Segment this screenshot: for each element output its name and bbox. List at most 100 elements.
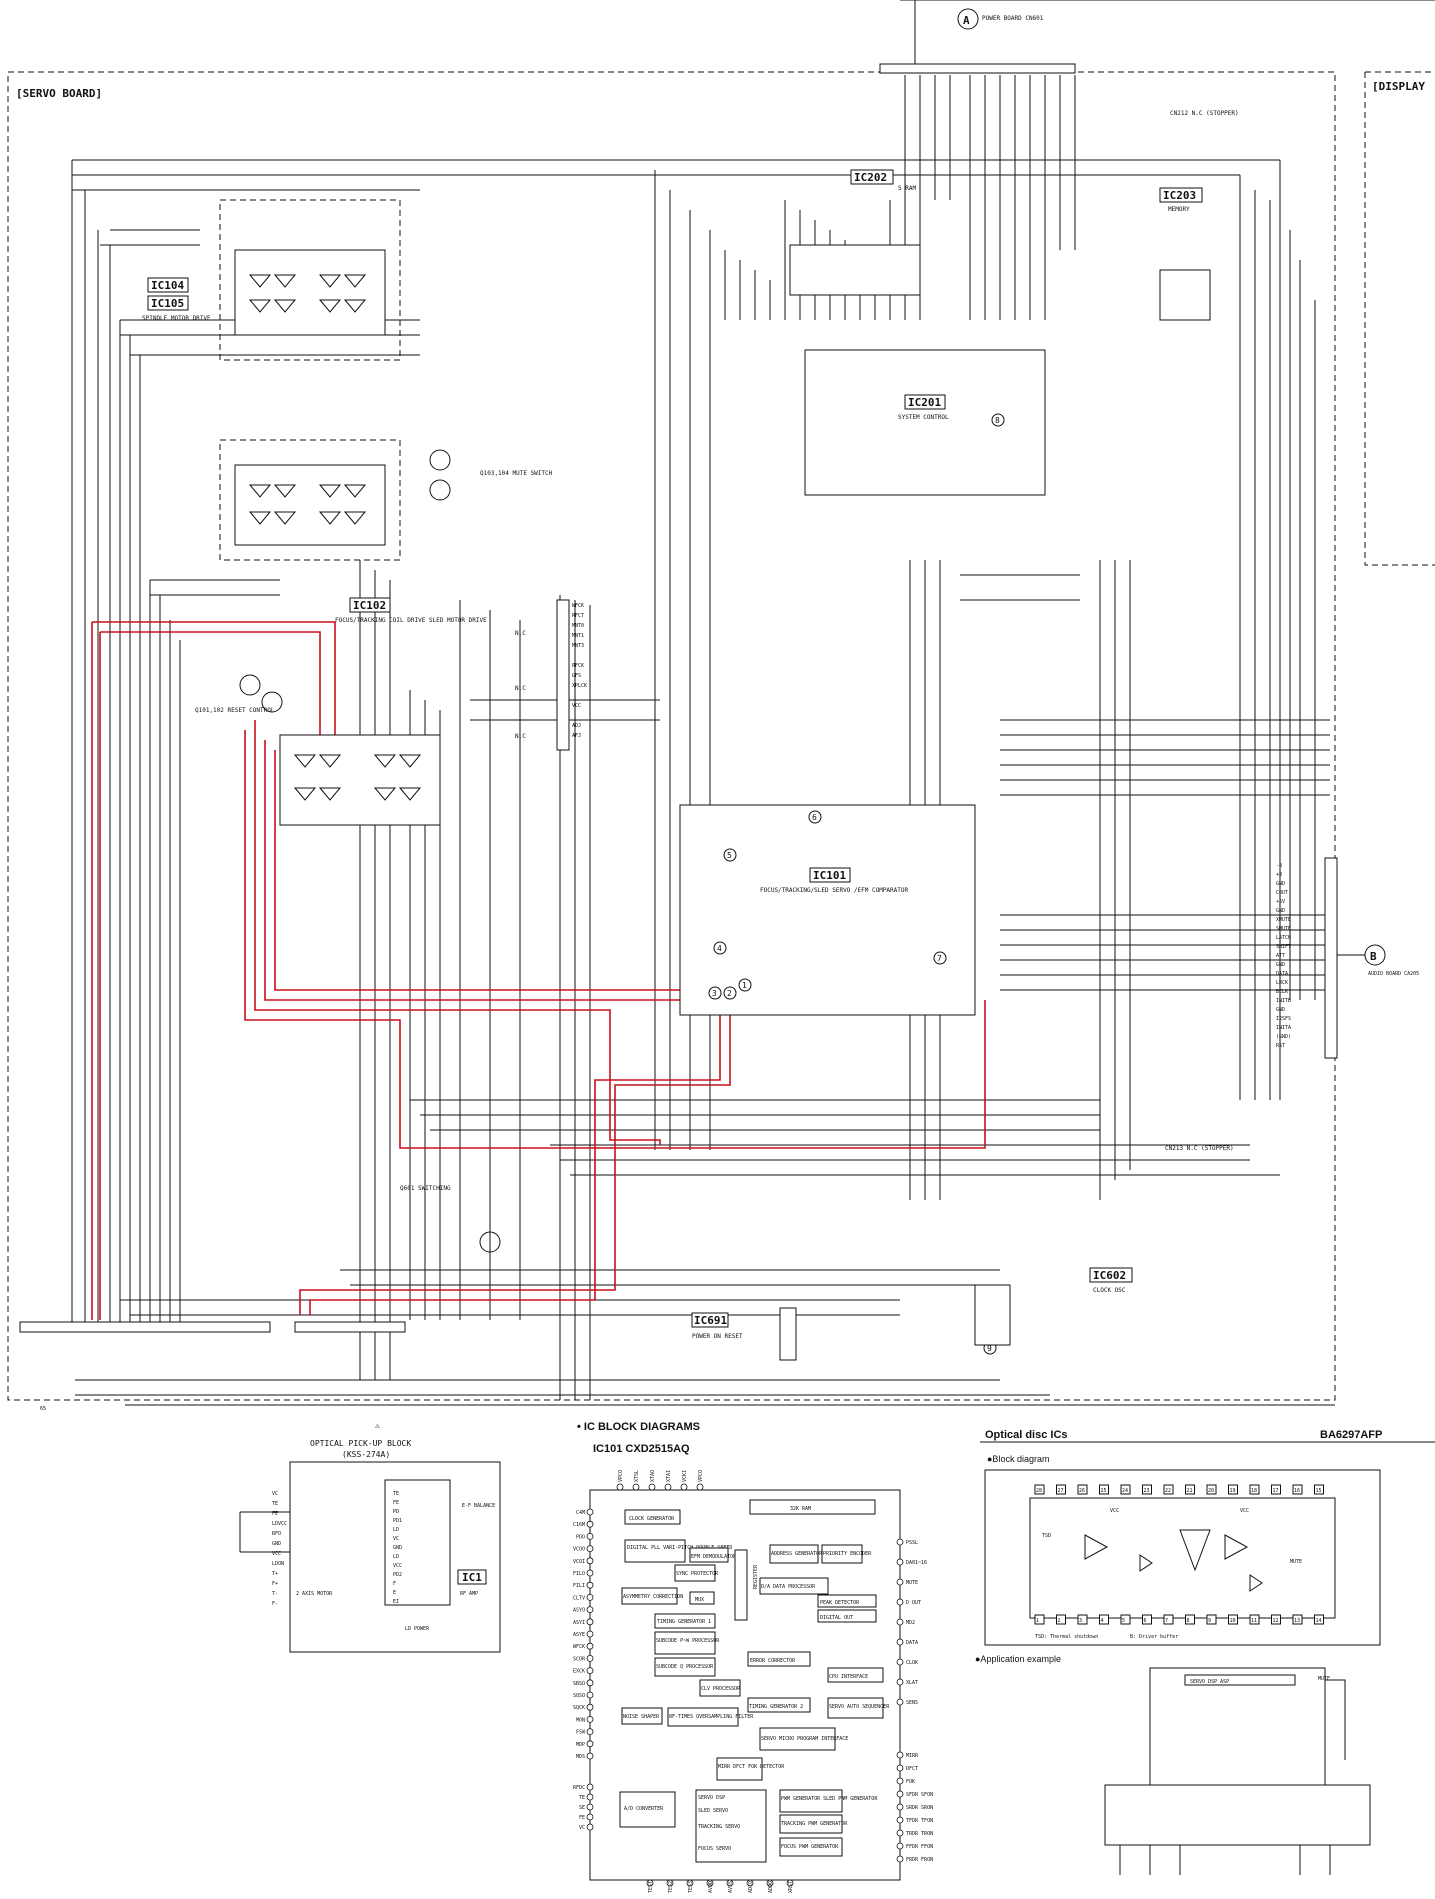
ic602-desc: CLOCK OSC: [1093, 1287, 1126, 1294]
pickup-pin: LD: [393, 1527, 399, 1533]
pin-label: 26: [1079, 1488, 1085, 1494]
pin-box: [1314, 1614, 1324, 1625]
pin-box: [1314, 1484, 1324, 1495]
pin-label: 28: [1036, 1488, 1042, 1494]
pickup-pin: F+: [272, 1581, 278, 1587]
marker-3: 3: [712, 989, 717, 998]
pin-label: XRST: [788, 1881, 794, 1893]
ba-tsd-label: TSD: [1042, 1533, 1051, 1539]
pin-box: [1163, 1614, 1174, 1625]
connector-pin: +5V: [1276, 899, 1285, 905]
pin-box: [1206, 1484, 1217, 1495]
pin-node: [586, 1545, 594, 1552]
block-timing-gen1: TIMING GENERATOR 1: [657, 1619, 711, 1625]
marker-4: 4: [717, 944, 722, 953]
connector-a-letter: A: [963, 14, 970, 27]
pin-label: ADDO: [768, 1881, 774, 1893]
pin-node: [586, 1594, 594, 1601]
ic1-tag-box: [457, 1569, 487, 1585]
pin-label: AVDD: [708, 1881, 714, 1893]
pin-label: ASYI: [573, 1620, 585, 1626]
pickup-pin: TE: [272, 1501, 278, 1507]
ic104-block: [219, 199, 401, 361]
connector-pin: GND: [1276, 1007, 1285, 1013]
connector-pin: LRCK: [1276, 980, 1288, 986]
pin-label: VCOO: [573, 1547, 585, 1553]
tp-label: ADJ: [572, 723, 581, 729]
block-efm-demod: EFM DEMODULATOR: [691, 1554, 737, 1560]
pin-label: SBSO: [573, 1681, 585, 1687]
pin-node: [896, 1538, 904, 1546]
connector-pin: DATA: [1276, 971, 1288, 977]
pin-label: VCKI: [682, 1470, 688, 1482]
tp-label: XPLCK: [572, 683, 587, 689]
pin-label: FFDR FFON: [906, 1844, 933, 1850]
tp-label: RFCK: [572, 663, 584, 669]
pin-node: [586, 1642, 594, 1650]
pin-label: 10: [1230, 1618, 1236, 1624]
q601-label: Q601 SWITCHING: [400, 1185, 451, 1192]
block-mirr: MIRR DFCT FOK DETECTOR: [718, 1764, 785, 1770]
ic104-label: IC104: [151, 279, 184, 292]
pin-label: 4: [1101, 1618, 1104, 1624]
pin-label: 12: [1273, 1618, 1279, 1624]
tp-label: VCC: [572, 703, 581, 709]
pin-label: 5: [1122, 1618, 1125, 1624]
pin-node: [896, 1764, 904, 1772]
ic602-tag-box: [1089, 1267, 1133, 1283]
pin-label: C16M: [573, 1522, 585, 1528]
connector-pin: (GND): [1276, 1034, 1291, 1040]
connector-pin: -8: [1276, 863, 1282, 869]
pin-label: 20: [1208, 1488, 1214, 1494]
power-connector-a: A POWER BOARD CN601: [879, 0, 1435, 74]
connector-pin: GND: [1276, 908, 1285, 914]
pin-label: CLTV: [573, 1595, 585, 1601]
block-pwm1: PWM GENERATOR SLED PWM GENERATOR: [781, 1796, 878, 1802]
pickup-pin: TE: [393, 1491, 399, 1497]
ic105-desc: SPINDLE MOTOR DRIVE: [142, 315, 211, 322]
pin-label: TFDR TFON: [906, 1818, 933, 1824]
marker-2: 2: [727, 989, 732, 998]
pin-box: [1249, 1484, 1260, 1495]
pin-label: SCOR: [573, 1656, 586, 1662]
connector-pin: LATCH: [1276, 935, 1291, 941]
cxd-left-pins: C4MC16MPDOVCOOVCOIFILOFILICLTVASYOASYIAS…: [573, 1508, 594, 1760]
pin-label: SE: [579, 1805, 585, 1811]
pickup-pin: RFO: [272, 1531, 281, 1537]
pin-label: 11: [1251, 1618, 1257, 1624]
marker-1: 1: [742, 981, 747, 990]
marker-9: 9: [987, 1344, 992, 1353]
block-timing-gen2: TIMING GENERATOR 2: [749, 1704, 803, 1710]
optical-title: Optical disc ICs: [985, 1429, 1068, 1441]
pin-label: 24: [1122, 1488, 1128, 1494]
pin-label: 27: [1058, 1488, 1064, 1494]
pin-node: [586, 1703, 594, 1711]
pin-node: [896, 1598, 904, 1606]
tp-label: AFJ: [572, 733, 581, 739]
page-number: 65: [40, 1406, 46, 1412]
pin-box: [1292, 1614, 1303, 1625]
pin-label: 1: [1036, 1618, 1039, 1624]
ic1-desc: RF AMP: [460, 1591, 478, 1597]
connector-pin: XMUTE: [1276, 917, 1291, 923]
pickup-pin: T-: [272, 1591, 278, 1597]
marker-7: 7: [937, 954, 942, 963]
ic1-label: IC1: [462, 1571, 482, 1584]
pickup-title: OPTICAL PICK-UP BLOCK: [310, 1439, 411, 1448]
pin-label: 9: [1208, 1618, 1211, 1624]
pickup-pin: PD1: [393, 1518, 402, 1524]
pickup-frame: [289, 1461, 501, 1653]
pin-label: PSSL: [906, 1540, 918, 1546]
ic105-label: IC105: [151, 297, 184, 310]
pin-label: 13: [1294, 1618, 1300, 1624]
pin-box: [1142, 1614, 1152, 1625]
pin-box: [1185, 1614, 1195, 1625]
block-peak-detector: PEAK DETECTOR: [820, 1600, 860, 1606]
power-board-label: POWER BOARD CN601: [982, 15, 1044, 22]
pin-node: [586, 1667, 594, 1674]
pin-node: [586, 1569, 594, 1577]
pin-label: TES2: [668, 1881, 674, 1893]
pin-box: [1077, 1484, 1088, 1495]
